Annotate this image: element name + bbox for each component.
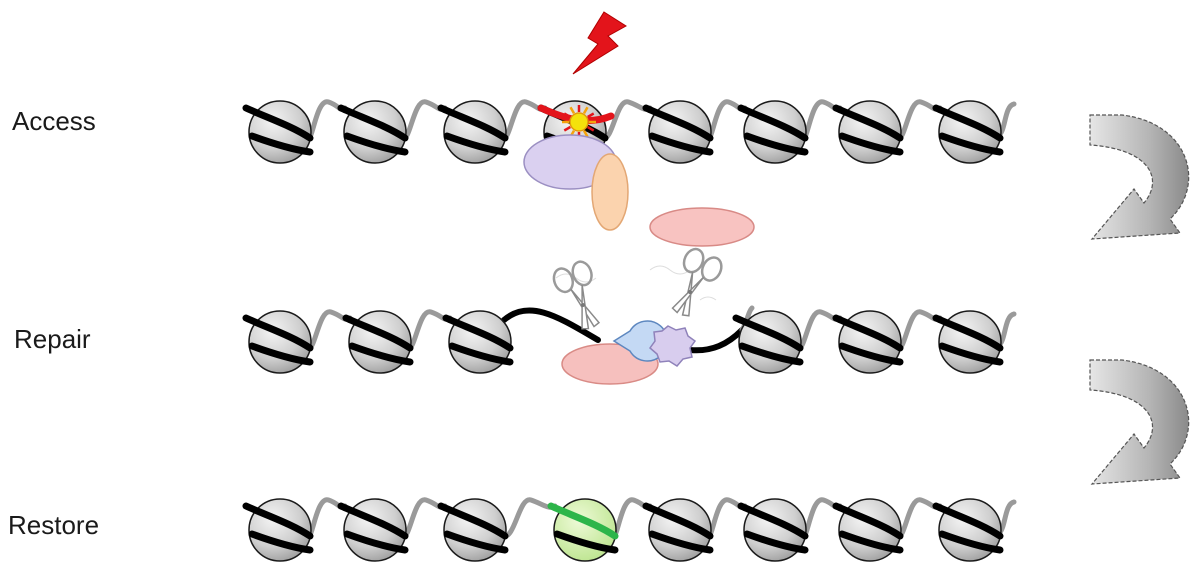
nucleosome (836, 101, 901, 163)
nucleosome (741, 499, 806, 561)
nucleosome (441, 101, 506, 163)
nucleosome (341, 101, 406, 163)
nucleosome (646, 101, 711, 163)
curved-arrow-icon (1090, 360, 1189, 484)
linker-dna (503, 500, 555, 537)
protein-pink (650, 208, 754, 246)
restored-nucleosome (551, 499, 616, 561)
nucleosome (446, 311, 511, 373)
lightning-icon (573, 12, 626, 74)
nucleosome (346, 311, 411, 373)
nucleosome (736, 311, 801, 373)
nucleosome (246, 499, 311, 561)
nucleosome (646, 499, 711, 561)
chromatin-fiber-restore (246, 499, 1014, 561)
protein-orange (592, 154, 628, 230)
curved-arrow-icon (1090, 115, 1189, 239)
scissors-icon (663, 246, 725, 322)
nucleosome (836, 311, 901, 373)
nucleosome (936, 101, 1001, 163)
scissors-icon (551, 259, 609, 334)
exposed-dna (690, 330, 742, 350)
nucleosome (341, 499, 406, 561)
nucleosome (741, 101, 806, 163)
nucleosome (936, 499, 1001, 561)
nucleosome (246, 311, 311, 373)
nucleosome (836, 499, 901, 561)
nucleosome (936, 311, 1001, 373)
nucleosome (246, 101, 311, 163)
nucleosome (441, 499, 506, 561)
chromatin-fiber-access (246, 101, 1014, 163)
